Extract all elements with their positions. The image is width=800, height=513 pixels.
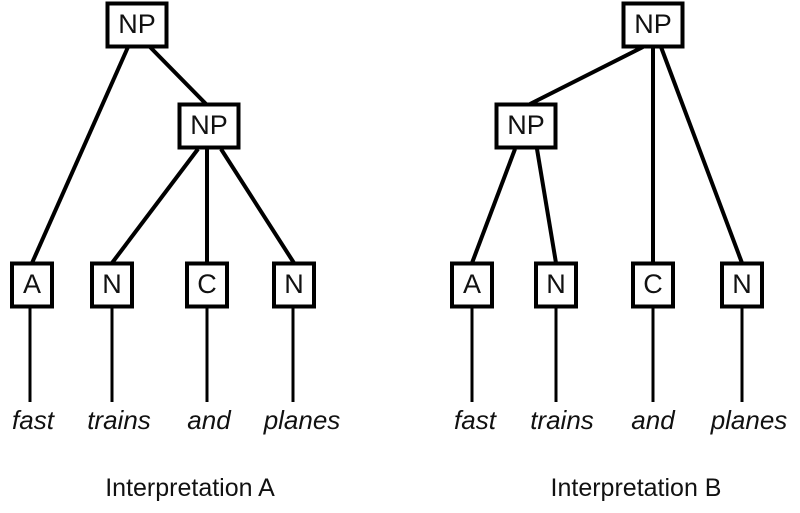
b-mid-np[interactable]: NP — [494, 102, 558, 150]
tree-a-caption: Interpretation A — [105, 474, 275, 502]
b-leaf-n2-box[interactable] — [720, 261, 764, 309]
b-branch-root-np — [529, 45, 644, 106]
b-branch-np-a — [470, 148, 517, 264]
b-leaf-n1[interactable]: N — [534, 261, 578, 309]
a-leaf-n2-label: N — [284, 269, 304, 299]
b-leaf-c[interactable]: C — [631, 261, 675, 309]
a-leaf-n2-box[interactable] — [272, 261, 316, 309]
tree-b-caption: Interpretation B — [551, 474, 722, 502]
a-leaf-a-box[interactable] — [10, 261, 54, 309]
b-leaf-c-box[interactable] — [631, 261, 675, 309]
a-mid-np[interactable]: NP — [177, 102, 241, 150]
b-root-np-label: NP — [634, 9, 672, 39]
b-root-np-box[interactable] — [621, 1, 685, 49]
a-leaf-a[interactable]: A — [10, 261, 54, 309]
b-word-fast: fast — [454, 405, 498, 435]
b-leaf-n2-label: N — [732, 269, 752, 299]
a-leaf-n2[interactable]: N — [272, 261, 316, 309]
b-word-planes: planes — [710, 405, 788, 435]
a-root-np[interactable]: NP — [105, 1, 169, 49]
a-leaf-n1-label: N — [102, 269, 122, 299]
b-mid-np-box[interactable] — [494, 102, 558, 150]
b-leaf-c-label: C — [643, 269, 663, 299]
a-root-np-label: NP — [118, 9, 156, 39]
a-branch-root-a — [30, 46, 130, 264]
a-word-and: and — [187, 405, 232, 435]
b-branch-root-n2 — [659, 46, 744, 264]
b-leaf-n1-box[interactable] — [534, 261, 578, 309]
b-word-and: and — [631, 405, 676, 435]
b-branch-np-n1 — [535, 148, 558, 264]
b-leaf-a[interactable]: A — [450, 261, 494, 309]
b-leaf-n1-label: N — [546, 269, 566, 299]
a-branch-np-n1 — [110, 147, 200, 265]
a-leaf-n1-box[interactable] — [90, 261, 134, 309]
b-leaf-a-label: A — [463, 269, 481, 299]
a-word-fast: fast — [12, 405, 56, 435]
a-leaf-n1[interactable]: N — [90, 261, 134, 309]
a-leaf-c-label: C — [197, 269, 217, 299]
a-word-planes: planes — [263, 405, 341, 435]
a-mid-np-box[interactable] — [177, 102, 241, 150]
b-mid-np-label: NP — [507, 110, 545, 140]
b-word-trains: trains — [530, 405, 594, 435]
a-word-trains: trains — [87, 405, 151, 435]
a-leaf-c[interactable]: C — [185, 261, 229, 309]
a-branch-np-n2 — [219, 147, 296, 265]
a-leaf-c-box[interactable] — [185, 261, 229, 309]
a-leaf-a-label: A — [23, 269, 41, 299]
b-leaf-a-box[interactable] — [450, 261, 494, 309]
a-branch-root-np — [148, 45, 208, 106]
b-root-np[interactable]: NP — [621, 1, 685, 49]
b-leaf-n2[interactable]: N — [720, 261, 764, 309]
a-root-np-box[interactable] — [105, 1, 169, 49]
a-mid-np-label: NP — [190, 110, 228, 140]
